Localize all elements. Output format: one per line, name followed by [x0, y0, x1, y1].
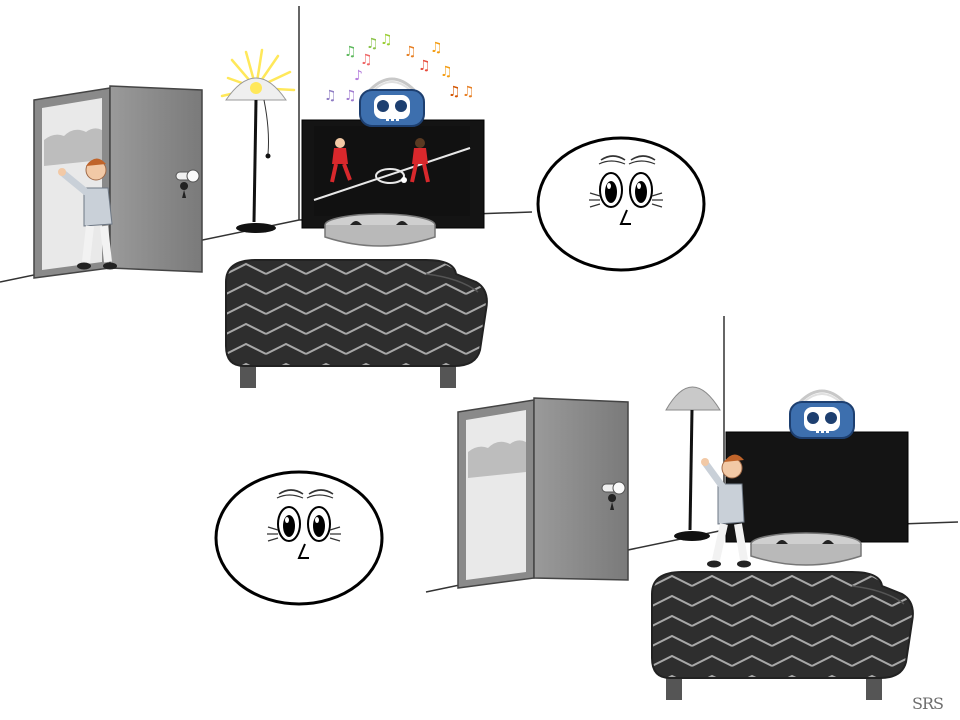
artist-signature: SRS: [912, 694, 944, 713]
door-open: [457, 397, 629, 589]
moon-face: [214, 470, 384, 606]
svg-text:♫: ♫: [344, 88, 357, 104]
svg-text:♫: ♫: [430, 40, 443, 56]
floor-lamp-off: [665, 386, 721, 541]
boy-reaching: [701, 454, 751, 568]
music-notes: ♫ ♫ ♫ ♪ ♫ ♫ ♫ ♫ ♫ ♫ ♫ ♫ ♫: [324, 32, 475, 104]
svg-text:♫: ♫: [404, 44, 417, 60]
svg-text:♫: ♫: [380, 32, 393, 48]
svg-text:♫: ♫: [418, 58, 431, 74]
soccer-player-1: [330, 138, 352, 183]
panel-after: [214, 316, 959, 701]
game-mat: [324, 213, 436, 247]
svg-text:♪: ♪: [354, 68, 363, 84]
svg-text:♫: ♫: [324, 88, 337, 104]
svg-text:♫: ♫: [366, 36, 379, 52]
radio-silent: [788, 389, 856, 440]
svg-text:♫: ♫: [462, 84, 475, 100]
sofa: [225, 259, 488, 389]
svg-text:♫: ♫: [448, 84, 461, 100]
sofa: [651, 571, 914, 701]
tv-off: [725, 431, 909, 543]
moon-face: [536, 136, 706, 272]
floor-lamp-on: [220, 48, 296, 233]
panel-before: ♫ ♫ ♫ ♪ ♫ ♫ ♫ ♫ ♫ ♫ ♫ ♫ ♫: [0, 6, 706, 389]
boy-waving: [58, 158, 117, 270]
soccer-player-2: [410, 138, 430, 183]
svg-text:♫: ♫: [344, 44, 357, 60]
svg-text:♫: ♫: [440, 64, 453, 80]
game-mat: [750, 532, 862, 566]
tv-on: [301, 119, 485, 229]
door-open: [33, 85, 203, 279]
radio-playing: ♫ ♫ ♫ ♪ ♫ ♫ ♫ ♫ ♫ ♫ ♫ ♫ ♫: [324, 32, 475, 128]
svg-text:♫: ♫: [360, 52, 373, 68]
